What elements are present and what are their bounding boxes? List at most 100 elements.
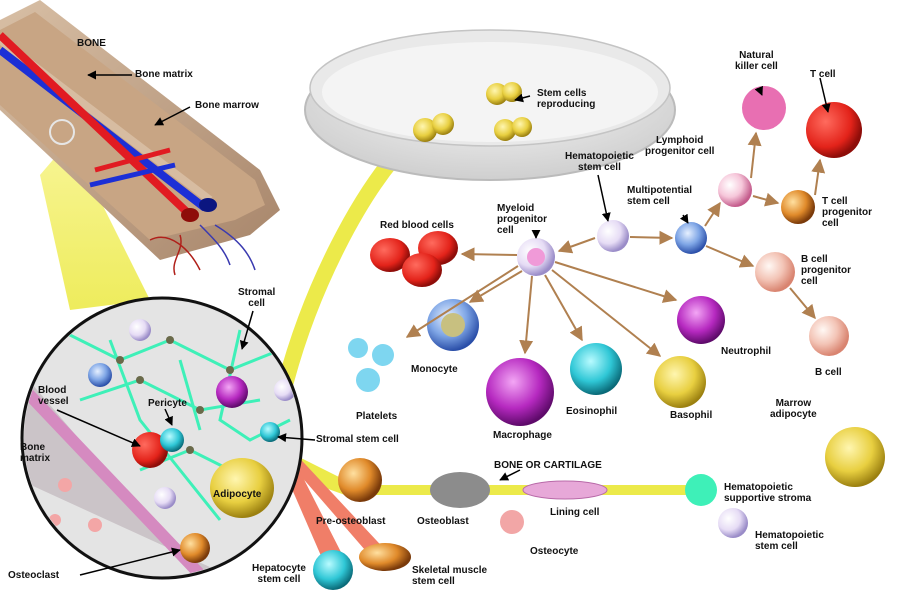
label-line: Multipotential bbox=[627, 185, 692, 196]
label-b-cell: B cell bbox=[815, 367, 842, 378]
label-line: stem cell bbox=[412, 576, 455, 587]
label-line: progenitor bbox=[497, 214, 547, 225]
label-line: stem cell bbox=[257, 574, 301, 585]
hematopoietic-stem-cell-bottom bbox=[718, 508, 748, 538]
label-line: Marrow bbox=[775, 398, 812, 409]
label-basophil: Basophil bbox=[670, 410, 713, 421]
natural-killer-cell bbox=[742, 86, 786, 130]
label-bone-matrix: Bone matrix bbox=[135, 69, 193, 80]
multipotential-stem-cell bbox=[675, 222, 707, 254]
label-line: cell bbox=[822, 218, 839, 229]
label-bone-marrow: Bone marrow bbox=[195, 100, 259, 111]
lineage-arrows bbox=[405, 131, 826, 357]
label-macrophage: Macrophage bbox=[493, 430, 552, 441]
label-b-cell-progenitor: B cell progenitor cell bbox=[801, 254, 851, 287]
platelets bbox=[348, 338, 394, 392]
label-line: Skeletal muscle bbox=[412, 565, 488, 576]
label-line: B cell bbox=[801, 254, 828, 265]
label-skeletal-muscle-stem-cell: Skeletal muscle stem cell bbox=[412, 565, 487, 587]
label-line: Bone bbox=[20, 442, 45, 453]
label-hepatocyte-stem-cell: Hepatocyte stem cell bbox=[252, 563, 306, 585]
label-line: adipocyte bbox=[770, 409, 817, 420]
t-cell-progenitor bbox=[781, 190, 815, 224]
label-blood-vessel: Blood vessel bbox=[38, 385, 69, 407]
hematopoietic-stem-cell bbox=[597, 220, 629, 252]
neutrophil bbox=[677, 296, 725, 344]
label-bone: BONE bbox=[77, 38, 106, 49]
label-platelets: Platelets bbox=[356, 411, 398, 422]
hepatocyte-stem-cell bbox=[313, 550, 353, 590]
hematopoietic-supportive-stroma bbox=[685, 474, 717, 506]
label-line: Hematopoietic bbox=[755, 530, 824, 541]
label-neutrophil: Neutrophil bbox=[721, 346, 771, 357]
osteocyte bbox=[500, 510, 524, 534]
label-stromal-cell: Stromal cell bbox=[238, 287, 275, 309]
label-pre-osteoblast: Pre-osteoblast bbox=[316, 516, 386, 527]
label-t-cell-progenitor: T cell progenitor cell bbox=[822, 196, 872, 229]
label-lymphoid-progenitor-cell: Lymphoid progenitor cell bbox=[645, 135, 714, 157]
label-line: killer cell bbox=[735, 61, 778, 72]
label-osteocyte: Osteocyte bbox=[530, 546, 579, 557]
lymphoid-progenitor-cell bbox=[718, 173, 752, 207]
label-eosinophil: Eosinophil bbox=[566, 406, 618, 417]
label-line: Blood bbox=[38, 385, 67, 396]
label-line: reproducing bbox=[537, 99, 596, 110]
label-line: Stem cells bbox=[537, 88, 587, 99]
label-osteoclast: Osteoclast bbox=[8, 570, 60, 581]
label-myeloid-progenitor-cell: Myeloid progenitor cell bbox=[497, 203, 547, 236]
label-hematopoietic-stem-cell: Hematopoietic stem cell bbox=[565, 151, 634, 173]
label-natural-killer-cell: Natural killer cell bbox=[735, 50, 778, 72]
label-line: Myeloid bbox=[497, 203, 535, 214]
skeletal-muscle-stem-cell bbox=[359, 543, 411, 571]
label-line: stem cell bbox=[755, 541, 798, 552]
marrow-inset bbox=[20, 296, 304, 580]
b-cell-progenitor bbox=[755, 252, 795, 292]
pointer-arrows bbox=[56, 70, 831, 576]
lining-cell bbox=[522, 480, 608, 500]
label-line: cell bbox=[248, 298, 265, 309]
label-line: Lymphoid bbox=[656, 135, 704, 146]
label-line: progenitor bbox=[801, 265, 851, 276]
t-cell bbox=[806, 102, 862, 158]
label-line: cell bbox=[801, 276, 818, 287]
marrow-adipocyte bbox=[825, 427, 885, 487]
label-line: Hepatocyte bbox=[252, 563, 306, 574]
label-red-blood-cells: Red blood cells bbox=[380, 220, 454, 231]
label-pericyte: Pericyte bbox=[148, 398, 187, 409]
label-hematopoietic-supportive-stroma: Hematopoietic supportive stroma bbox=[724, 482, 811, 504]
label-t-cell: T cell bbox=[810, 69, 836, 80]
label-line: Stromal bbox=[238, 287, 276, 298]
label-bone-or-cartilage: BONE OR CARTILAGE bbox=[494, 460, 602, 471]
osteoblast bbox=[430, 472, 490, 508]
label-adipocyte: Adipocyte bbox=[213, 489, 262, 500]
label-line: Hematopoietic bbox=[724, 482, 793, 493]
label-monocyte: Monocyte bbox=[411, 364, 458, 375]
macrophage bbox=[486, 358, 554, 426]
label-bone-matrix-inset: Bone matrix bbox=[20, 442, 50, 464]
label-line: stem cell bbox=[578, 162, 621, 173]
label-osteoblast: Osteoblast bbox=[417, 516, 469, 527]
label-line: vessel bbox=[38, 396, 69, 407]
bone-cutaway bbox=[0, 0, 280, 276]
basophil bbox=[654, 356, 706, 408]
b-cell bbox=[809, 316, 849, 356]
label-stem-cells-reproducing: Stem cells reproducing bbox=[537, 88, 595, 110]
petri-dish bbox=[304, 29, 676, 181]
label-line: Hematopoietic bbox=[565, 151, 634, 162]
pre-osteoblast bbox=[338, 458, 382, 502]
label-line: Natural bbox=[739, 50, 774, 61]
cells bbox=[313, 86, 885, 590]
label-line: T cell bbox=[822, 196, 848, 207]
label-line: supportive stroma bbox=[724, 493, 812, 504]
eosinophil bbox=[570, 343, 622, 395]
label-line: progenitor bbox=[822, 207, 872, 218]
label-hematopoietic-stem-cell-bottom: Hematopoietic stem cell bbox=[755, 530, 824, 552]
label-multipotential-stem-cell: Multipotential stem cell bbox=[627, 185, 692, 207]
label-line: matrix bbox=[20, 453, 51, 464]
label-line: stem cell bbox=[627, 196, 670, 207]
label-stromal-stem-cell: Stromal stem cell bbox=[316, 434, 399, 445]
label-lining-cell: Lining cell bbox=[550, 507, 600, 518]
label-marrow-adipocyte: Marrow adipocyte bbox=[770, 398, 817, 420]
